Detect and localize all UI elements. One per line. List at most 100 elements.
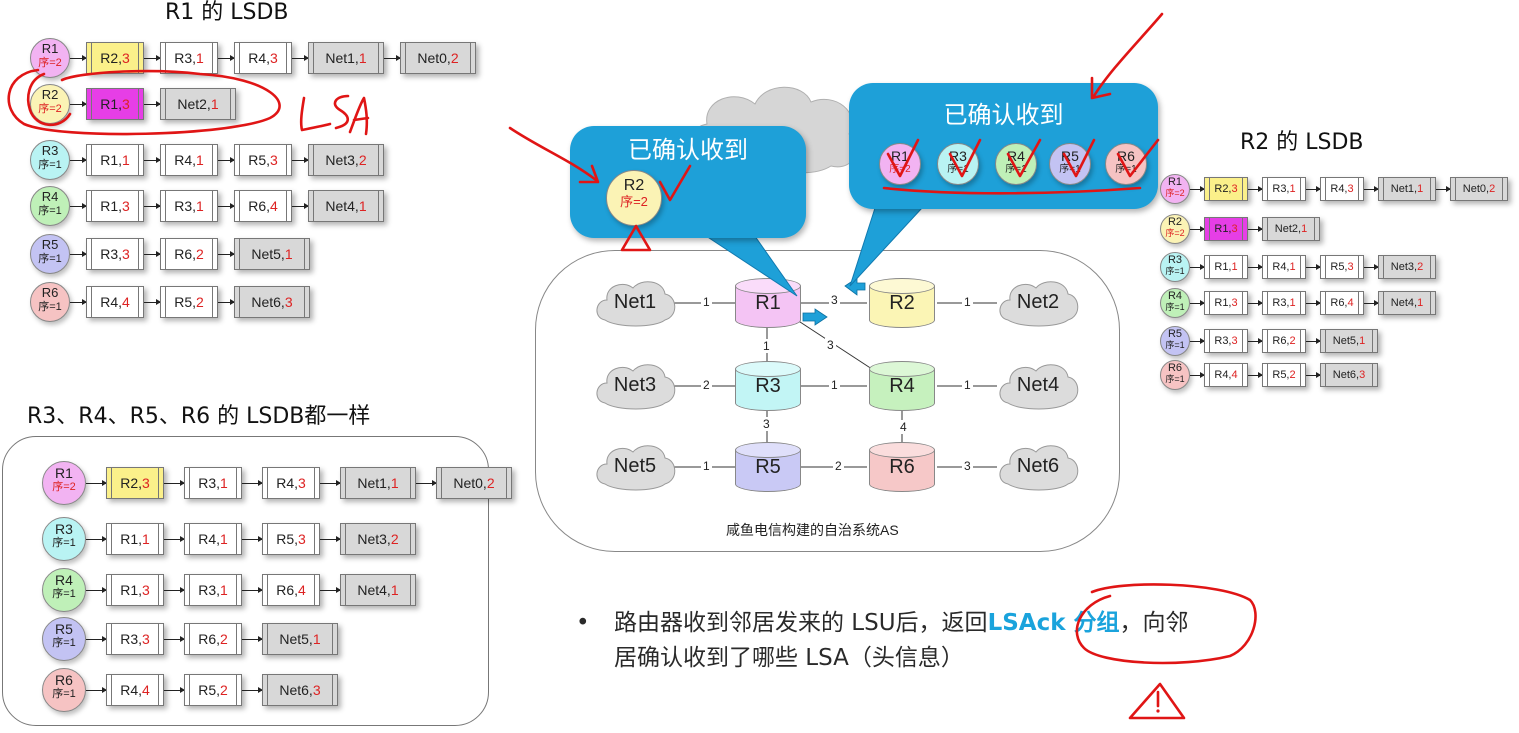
bullet-line1-post: ，向邻 — [1119, 610, 1189, 636]
lsa-entry-cost: 1 — [196, 152, 204, 168]
link-arrow-icon — [1248, 185, 1263, 192]
lsa-entry: R1, 1 — [1204, 255, 1248, 279]
lsa-entry-target: R6, — [1272, 335, 1290, 347]
lsa-entry-cost: 1 — [196, 198, 204, 214]
lsa-entry-target: R3, — [198, 582, 220, 598]
sequence-number: 序=2 — [1165, 227, 1185, 238]
ink-lsa-a — [348, 96, 370, 136]
lsa-entry-target: R4, — [1214, 369, 1232, 381]
link-arrow-icon — [1306, 371, 1321, 378]
lsa-entry-cost: 3 — [312, 682, 321, 698]
lsa-entry-cost: 2 — [1417, 261, 1424, 273]
sequence-number: 序=1 — [52, 588, 76, 601]
link-arrow-icon — [144, 100, 161, 107]
link-arrow-icon — [1190, 299, 1205, 306]
lsa-entry: R5, 2 — [160, 286, 218, 318]
lsa-entry-cost: 2 — [196, 246, 204, 262]
link-arrow-icon — [1306, 185, 1321, 192]
lsa-entry-target: R5, — [174, 294, 196, 310]
router-r3: R3 — [735, 361, 801, 411]
lsa-entry: Net5, 1 — [262, 623, 338, 655]
lsa-entry: R4, 3 — [262, 467, 320, 499]
lsa-entry-cost: 1 — [284, 246, 293, 262]
ink-check — [1116, 138, 1160, 178]
lsa-entry: Net4, 1 — [340, 574, 416, 606]
lsa-entry-cost: 3 — [270, 50, 278, 66]
lsa-entry: Net4, 1 — [1378, 291, 1436, 315]
sequence-number: 序=1 — [52, 637, 76, 650]
router-name: R1 — [55, 465, 73, 481]
link-arrow-icon — [242, 635, 263, 642]
ink-underline — [882, 186, 1142, 195]
lsa-entry-cost: 3 — [284, 294, 293, 310]
lsa-entry-target: R4, — [120, 682, 142, 698]
lsa-entry: Net3, 2 — [1378, 255, 1436, 279]
lsa-entry-cost: 1 — [1289, 297, 1296, 309]
ink-lsa-s — [333, 94, 350, 130]
link-arrow-icon — [1306, 299, 1321, 306]
link-arrow-icon — [144, 202, 161, 209]
lsa-entry: Net1, 1 — [308, 42, 384, 74]
lsa-entry-cost: 2 — [1289, 335, 1296, 347]
lsa-entry-cost: 3 — [122, 50, 130, 66]
lsa-entry-target: R5, — [276, 531, 298, 547]
lsa-entry-target: R6, — [198, 631, 220, 647]
link-arrow-icon — [242, 535, 263, 542]
sequence-number: 序=1 — [38, 204, 62, 217]
ink-check — [1006, 138, 1042, 178]
lsa-entry: Net0, 2 — [436, 467, 512, 499]
lsa-entry-target: R3, — [174, 50, 196, 66]
link-arrow-icon — [218, 298, 235, 305]
lsa-entry-target: Net4, — [325, 198, 359, 214]
link-arrow-icon — [218, 54, 235, 61]
link-arrow-icon — [70, 100, 87, 107]
link-arrow-icon — [164, 635, 185, 642]
router-name: R3 — [55, 521, 73, 537]
lsack-highlight: LSAck 分组 — [987, 610, 1120, 636]
link-arrow-icon — [70, 156, 87, 163]
lsa-entry: Net1, 1 — [1378, 177, 1436, 201]
router-name: R5 — [1167, 328, 1183, 340]
lsa-entry-cost: 1 — [390, 475, 399, 491]
lsa-entry: R1, 1 — [106, 523, 164, 555]
lsa-entry: R4, 3 — [1320, 177, 1364, 201]
link-arrow-icon — [86, 686, 107, 693]
lsa-entry-target: Net3, — [357, 531, 391, 547]
link-arrow-icon — [164, 586, 185, 593]
lsa-entry-target: R3, — [100, 246, 122, 262]
router-name: R2 — [41, 87, 59, 102]
as-container — [535, 250, 1120, 552]
lsa-entry-target: R2, — [100, 50, 122, 66]
ink-check — [658, 164, 692, 202]
others-lsdb-title: R3、R4、R5、R6 的 LSDB都一样 — [27, 404, 371, 429]
lsa-entry: R5, 3 — [234, 144, 292, 176]
link-arrow-icon — [1248, 225, 1263, 232]
lsa-entry-cost: 1 — [210, 96, 219, 112]
lsa-entry-cost: 1 — [1417, 183, 1424, 195]
link-arrow-icon — [320, 586, 341, 593]
sequence-number: 序=1 — [1165, 265, 1185, 276]
lsa-entry-cost: 3 — [142, 475, 150, 491]
lsa-entry-target: R6, — [248, 198, 270, 214]
lsa-entry-target: Net5, — [279, 631, 313, 647]
lsa-entry: Net6, 3 — [1320, 363, 1378, 387]
lsa-entry-cost: 4 — [1231, 369, 1238, 381]
lsa-entry-target: R3, — [1272, 183, 1290, 195]
router-r4: R4 — [869, 361, 935, 411]
link-arrow-icon — [1190, 371, 1205, 378]
lsa-entry-target: R5, — [248, 152, 270, 168]
lsa-entry: R1, 1 — [86, 144, 144, 176]
link-arrow-icon — [1248, 371, 1263, 378]
router-name: R3 — [41, 143, 59, 158]
